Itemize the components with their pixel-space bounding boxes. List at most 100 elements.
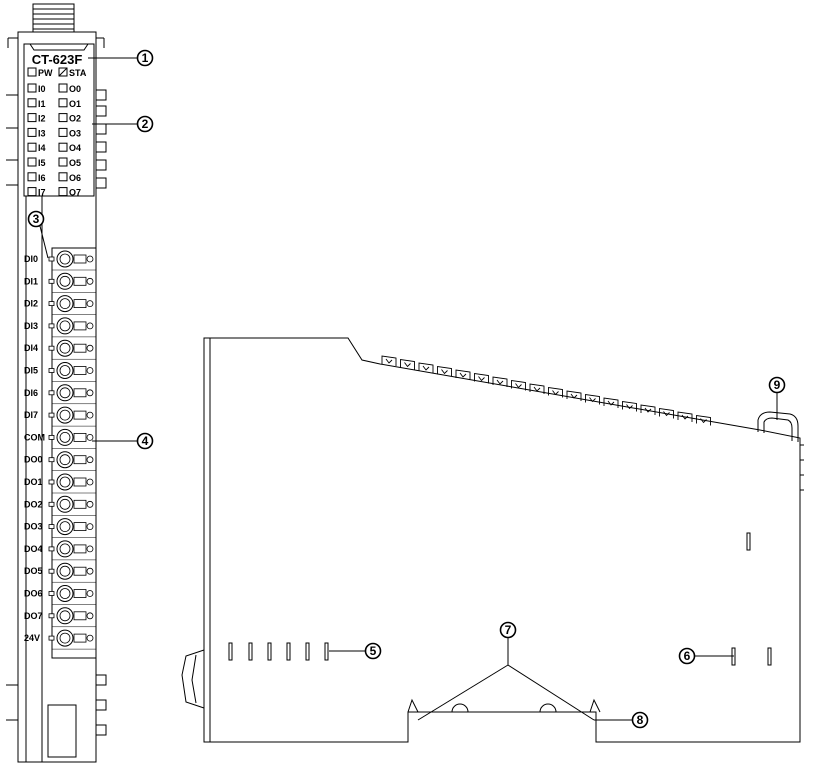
terminal-led — [48, 568, 55, 574]
ridge-segment — [400, 358, 415, 370]
terminal-screw[interactable] — [56, 406, 74, 424]
terminal-led — [48, 635, 55, 641]
terminal-hole — [86, 344, 94, 352]
terminal-screw[interactable] — [56, 362, 74, 379]
terminal-label: DI2 — [24, 299, 38, 309]
led-output-label: O1 — [69, 99, 81, 109]
ridge-segment — [659, 407, 674, 419]
terminal-screw[interactable] — [56, 272, 74, 290]
terminal-clamp — [73, 432, 87, 442]
ridge-segment — [566, 390, 582, 401]
terminal-screw-inner — [59, 409, 71, 421]
ridge-segment — [622, 400, 637, 412]
terminal-screw-inner — [59, 320, 71, 332]
terminal-screw-inner — [59, 632, 71, 644]
terminal-led — [48, 368, 55, 373]
terminal-screw[interactable] — [56, 317, 74, 335]
led-output-label: O5 — [69, 158, 81, 168]
terminal-screw[interactable] — [56, 473, 74, 491]
terminal-clamp — [73, 477, 87, 487]
terminal-led — [48, 501, 55, 507]
terminal-label: DO7 — [24, 611, 43, 621]
front-view — [6, 3, 107, 763]
led-input-box — [27, 98, 37, 108]
ridge-segment — [455, 369, 471, 380]
terminal-screw[interactable] — [56, 384, 74, 402]
terminal-label: DI7 — [24, 410, 38, 420]
led-output-label: O4 — [69, 143, 81, 153]
terminal-screw[interactable] — [56, 428, 74, 446]
ridge-segment — [474, 372, 489, 384]
terminal-hole — [86, 634, 94, 642]
ridge-segment — [585, 393, 600, 405]
ridge-segment — [418, 362, 434, 373]
terminal-screw[interactable] — [56, 629, 74, 647]
terminal-screw[interactable] — [56, 495, 74, 513]
terminal-screw-inner — [59, 521, 71, 532]
terminal-screw[interactable] — [56, 518, 74, 536]
terminal-screw-inner — [59, 610, 71, 622]
terminal-screw[interactable] — [56, 585, 74, 602]
terminal-clamp — [73, 522, 87, 531]
terminal-hole — [86, 300, 94, 308]
terminal-hole — [86, 456, 94, 464]
terminal-screw-inner — [59, 588, 71, 599]
led-output-box — [58, 98, 68, 108]
callout-4: 4 — [136, 432, 154, 450]
terminal-hole — [86, 545, 94, 553]
terminal-hole — [86, 590, 94, 597]
led-output-label: O0 — [69, 84, 81, 94]
led-output-box — [58, 157, 68, 167]
svg-text:2: 2 — [142, 117, 149, 131]
led-input-box — [27, 187, 37, 197]
callout-6: 6 — [678, 647, 696, 665]
terminal-screw[interactable] — [56, 250, 74, 268]
terminal-screw[interactable] — [56, 562, 74, 580]
led-input-label: I1 — [38, 99, 46, 109]
terminal-led — [48, 457, 55, 463]
terminal-screw-inner — [59, 431, 71, 443]
led-input-label: I5 — [38, 158, 46, 168]
terminal-label: COM — [24, 432, 45, 442]
terminal-screw[interactable] — [56, 295, 74, 313]
svg-text:1: 1 — [142, 51, 149, 65]
terminal-hole — [86, 612, 94, 620]
terminal-screw[interactable] — [56, 540, 74, 558]
terminal-label: DO1 — [24, 477, 43, 487]
terminal-led — [48, 479, 55, 485]
terminal-led — [48, 434, 55, 440]
led-output-box — [58, 83, 68, 93]
led-input-label: I3 — [38, 128, 46, 138]
callout-3: 3 — [27, 210, 45, 228]
terminal-led — [48, 345, 55, 351]
terminal-screw[interactable] — [56, 607, 74, 625]
led-input-box — [27, 113, 37, 123]
terminal-screw-inner — [59, 565, 71, 577]
terminal-clamp — [73, 254, 87, 264]
svg-text:7: 7 — [505, 623, 512, 637]
terminal-clamp — [73, 544, 87, 554]
terminal-block: DI0DI1DI2DI3DI4DI5DI6DI7COMDO0DO1DO2DO3D… — [24, 250, 96, 650]
terminal-clamp — [73, 589, 87, 598]
svg-text:5: 5 — [370, 644, 377, 658]
ridge-segment — [437, 365, 452, 377]
callout-1: 1 — [136, 49, 154, 67]
terminal-led — [48, 390, 55, 396]
terminal-led — [48, 591, 55, 596]
terminal-screw[interactable] — [56, 339, 74, 357]
led-output-label: O6 — [69, 173, 81, 183]
terminal-screw[interactable] — [56, 451, 74, 469]
terminal-screw-inner — [59, 543, 71, 555]
callout-9: 9 — [768, 376, 786, 394]
terminal-label: DI1 — [24, 276, 38, 286]
led-input-box — [27, 127, 37, 137]
callout-2: 2 — [136, 115, 154, 133]
terminal-clamp — [73, 566, 87, 576]
ridge-segment — [677, 411, 693, 422]
led-power-box — [27, 67, 37, 77]
terminal-clamp — [73, 410, 87, 420]
ridge-segment — [548, 386, 563, 398]
svg-text:8: 8 — [637, 713, 644, 727]
